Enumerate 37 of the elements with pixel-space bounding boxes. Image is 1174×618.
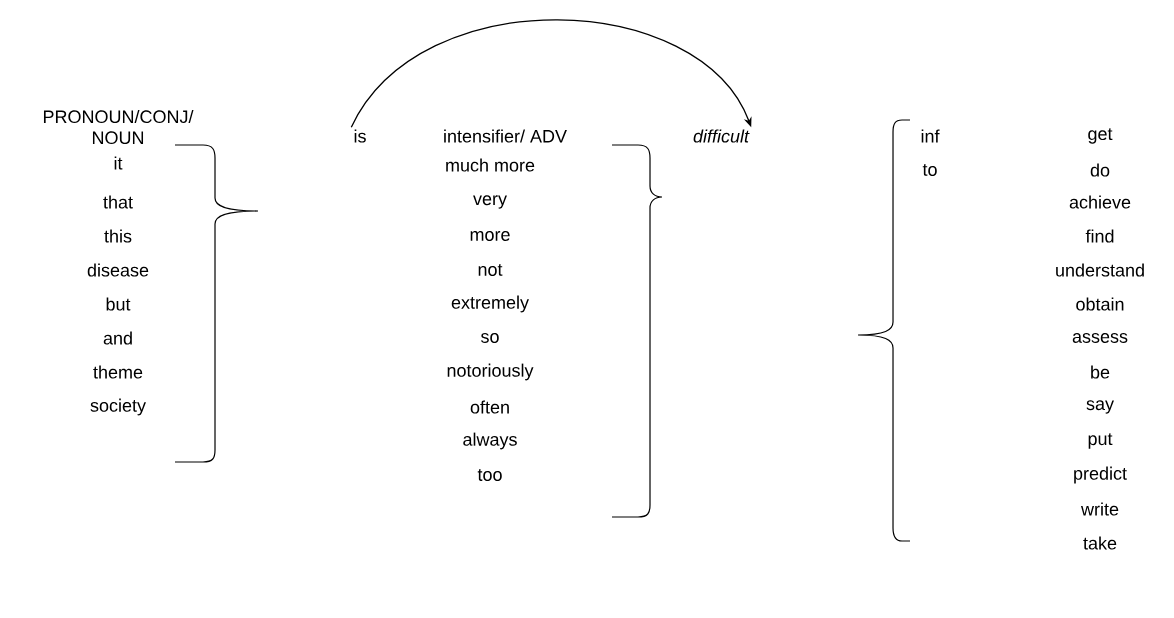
- word-label: achieve: [1069, 195, 1131, 209]
- word-label: is: [354, 129, 366, 143]
- word-label: so: [481, 333, 499, 343]
- word-label: always: [463, 432, 517, 450]
- word-label: write: [1081, 502, 1119, 516]
- word-label: very: [473, 195, 507, 209]
- word-label: that: [103, 195, 133, 209]
- word-label: do: [1090, 163, 1110, 177]
- word-label: extremely: [451, 295, 529, 313]
- word-label: disease: [87, 263, 149, 277]
- curved-arrow: [350, 19, 752, 128]
- word-label: get: [1088, 128, 1113, 144]
- word-label: predict: [1074, 466, 1127, 484]
- word-label: put: [1088, 433, 1113, 449]
- word-label: but: [106, 297, 131, 311]
- word-label: and: [103, 331, 132, 345]
- word-label: notoriously: [447, 363, 534, 381]
- word-label: understand: [1056, 263, 1144, 277]
- word-label: difficult: [693, 129, 750, 143]
- word-label: be: [1091, 365, 1110, 379]
- word-label: society: [90, 398, 146, 416]
- word-label: find: [1085, 229, 1114, 243]
- column-heading: intensifier/ ADV: [444, 129, 567, 143]
- word-label: too: [477, 469, 502, 481]
- word-label: take: [1083, 536, 1117, 550]
- word-label: say: [1086, 400, 1114, 414]
- word-label: often: [470, 400, 509, 414]
- word-label: assess: [1072, 333, 1128, 343]
- word-label: to: [922, 164, 937, 176]
- word-label: inf: [921, 129, 940, 143]
- word-label: this: [104, 229, 132, 243]
- word-label: obtain: [1076, 297, 1124, 311]
- word-label: much more: [446, 158, 535, 172]
- word-label: theme: [93, 365, 143, 379]
- word-label: more: [470, 231, 510, 241]
- word-label: it: [114, 156, 123, 170]
- word-label: not: [478, 264, 503, 276]
